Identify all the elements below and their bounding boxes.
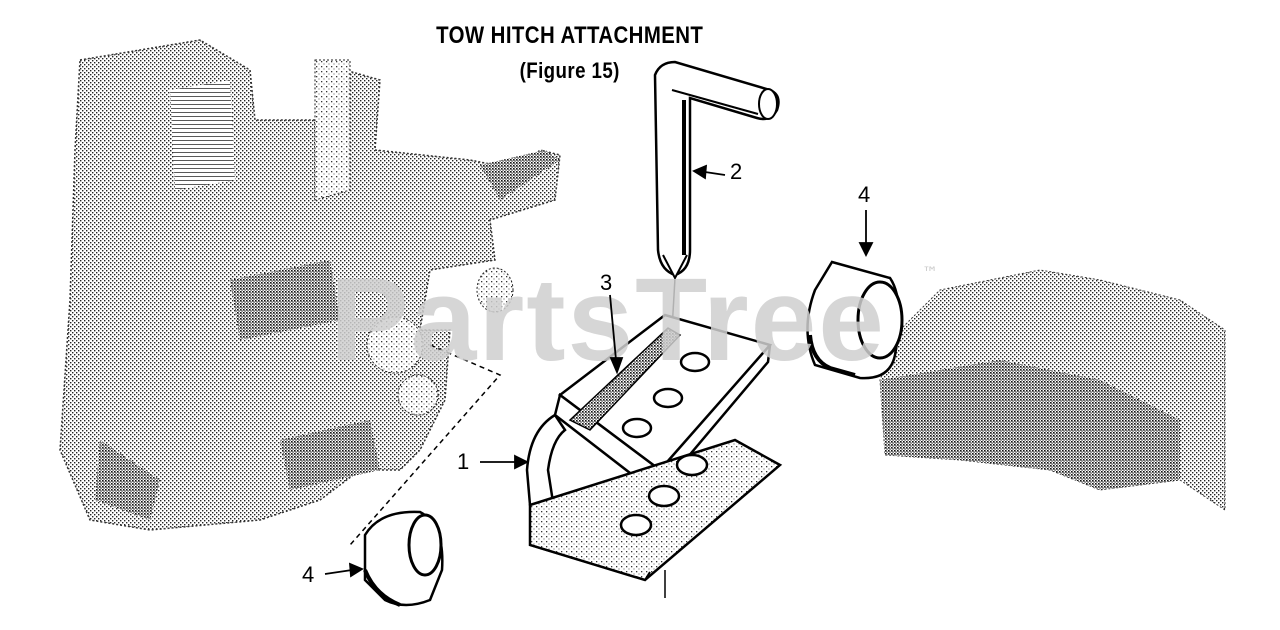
hitch-pin [653, 60, 780, 331]
spacer-bushing-left [363, 510, 444, 607]
trademark-mark: ™ [922, 263, 938, 282]
diagram-title: TOW HITCH ATTACHMENT [436, 22, 704, 49]
callout-1: 1 [457, 449, 470, 474]
callout-3: 3 [600, 270, 613, 295]
hitch-bracket [525, 313, 783, 598]
callout-4-right: 4 [858, 182, 871, 207]
assembly-guide-line [349, 344, 502, 546]
callout-2: 2 [730, 159, 743, 184]
tow-frame-illustration [879, 269, 1226, 511]
watermark: PartsTree [330, 254, 886, 386]
tractor-rear-illustration [59, 39, 561, 531]
callout-4-left: 4 [302, 562, 315, 587]
figure-label: (Figure 15) [519, 58, 620, 83]
spacer-bushing-right [806, 260, 904, 380]
callout-arrows [324, 164, 874, 578]
